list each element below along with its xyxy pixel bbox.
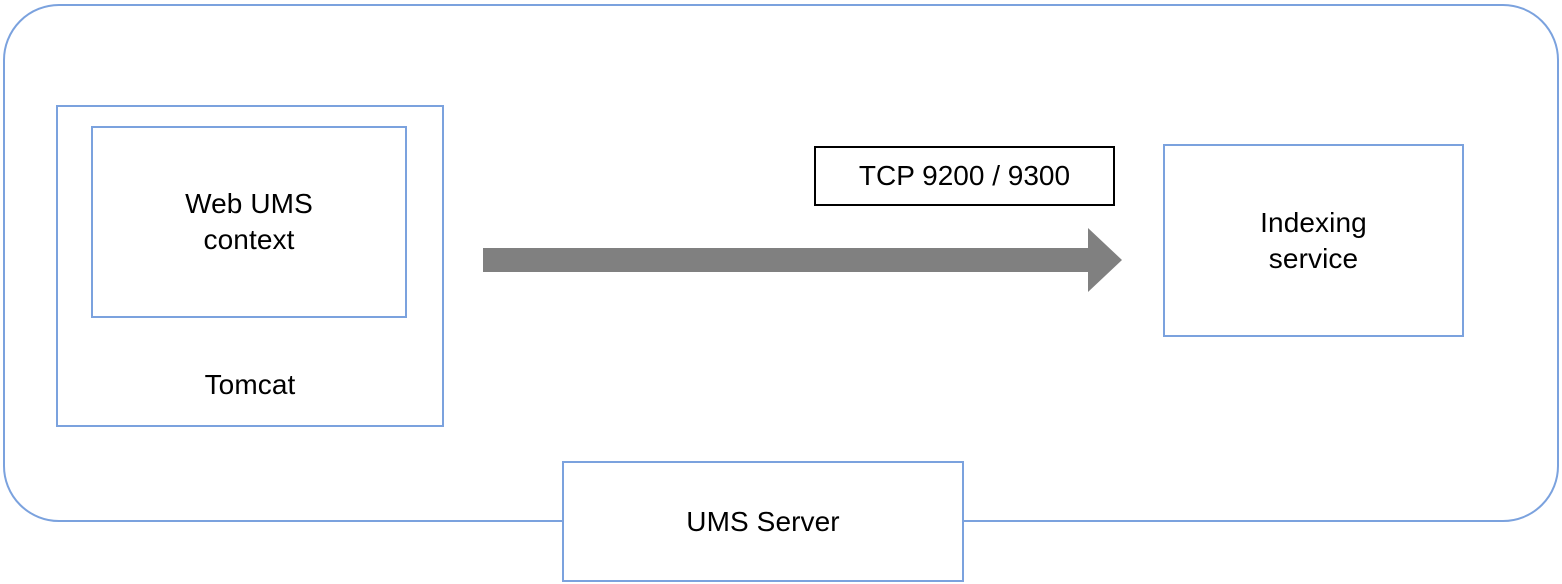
node-indexing-service[interactable]: Indexing service — [1163, 144, 1464, 337]
node-ums-server[interactable]: UMS Server — [562, 461, 964, 582]
connector-protocol-label-text: TCP 9200 / 9300 — [858, 160, 1071, 191]
tomcat-to-indexing-service-arrow — [481, 226, 1124, 294]
node-web-ums-context-label: Web UMS context — [185, 188, 313, 255]
node-indexing-service-label: Indexing service — [1260, 206, 1367, 274]
arrow-right-icon — [483, 228, 1122, 292]
node-ums-server-label: UMS Server — [686, 505, 840, 537]
node-web-ums-context[interactable]: Web UMS context — [91, 126, 407, 318]
connector-protocol-label: TCP 9200 / 9300 — [814, 146, 1115, 206]
node-tomcat-label: Tomcat — [204, 369, 296, 401]
